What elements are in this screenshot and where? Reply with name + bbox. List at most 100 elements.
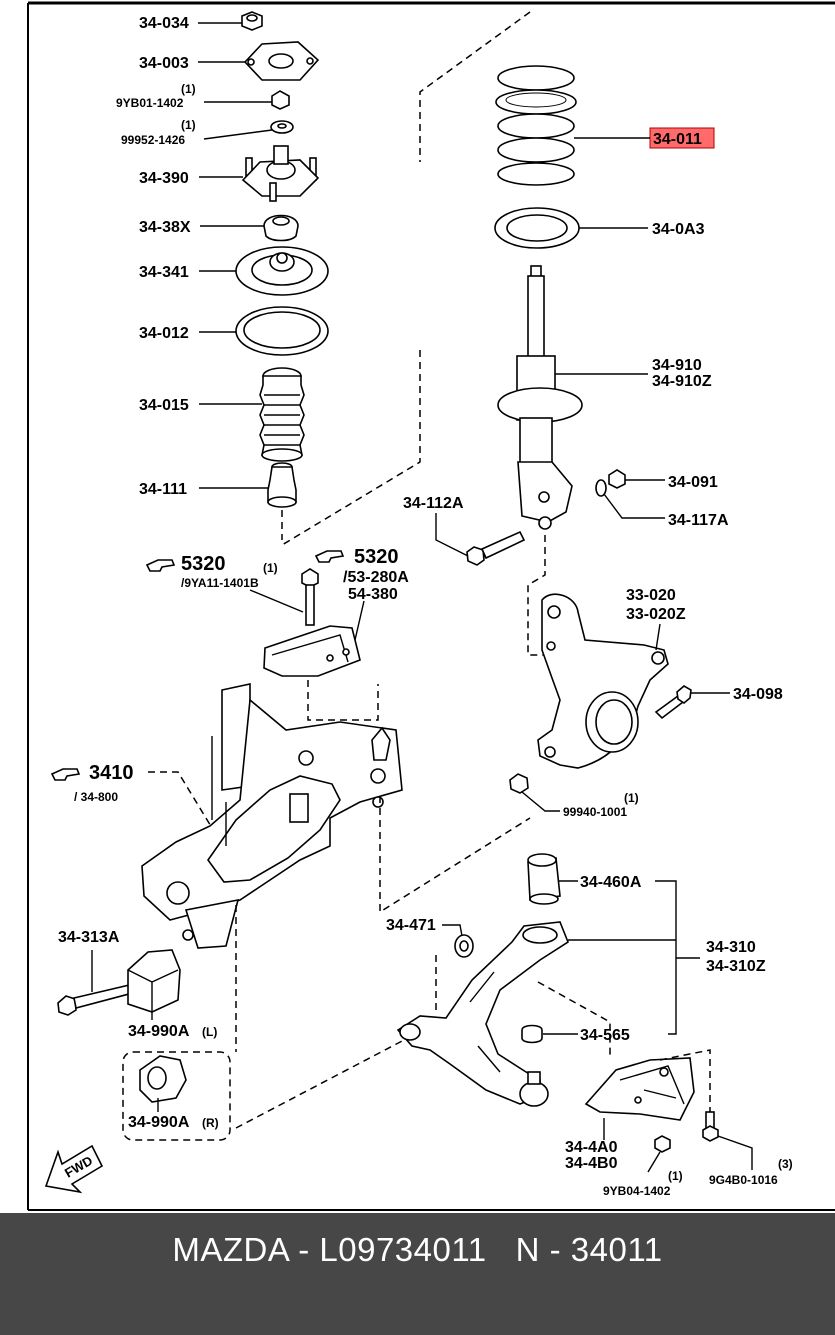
bracket-labels: 34-4A0 34-4B0 (1) 9YB04-1402 (3) 9G4B0-1… [565,1118,793,1198]
label-33-020: 33-020 [626,587,676,604]
right-labels: 34-011 34-0A3 34-910 34-910Z 34-091 34-1… [403,127,729,557]
bolt-34-112a [466,530,526,566]
side-l: (L) [202,1025,217,1039]
label-34-341: 34-341 [139,264,189,281]
nut-34-034 [241,11,263,31]
label-34-4a0: 34-4A0 [565,1139,618,1156]
bearing-34-38x [263,214,299,242]
label-99940-1001: 99940-1001 [563,805,627,819]
strut-34-910 [497,265,583,530]
label-34-460a: 34-460A [580,874,642,891]
coil-spring-34-011 [495,65,577,186]
label-33-020z: 33-020Z [626,606,686,623]
bracket-53-280a [263,625,361,677]
bump-stop-34-111 [267,462,297,508]
reference-hand-icon [145,559,176,572]
washer-34-471 [454,934,474,958]
label-54-380: 54-380 [348,586,398,603]
washer-99952 [270,120,294,134]
reference-hand-icon-2 [314,550,345,563]
optional-box [122,1051,231,1141]
label-9yb01-1402: 9YB01-1402 [116,96,184,110]
qty-9g4b0: (3) [778,1157,793,1171]
left-lower-labels: 34-313A 34-990A (L) 34-990A (R) [58,929,219,1131]
label-34-011: 34-011 [653,131,702,148]
qty-9yb01: (1) [181,82,196,96]
label-53-280a: /53-280A [343,569,409,586]
nut-9yb01 [271,90,290,110]
label-99952-1426: 99952-1426 [121,133,185,147]
label-34-034: 34-034 [139,15,189,32]
ref-5320-b: 5320 [354,546,399,568]
label-34-012: 34-012 [139,325,189,342]
bushing-34-990a-l [127,949,181,1013]
label-34-38x: 34-38X [139,219,191,236]
washer-34-117a [595,479,607,497]
label-34-0a3: 34-0A3 [652,221,705,238]
label-9g4b0-1016: 9G4B0-1016 [709,1173,778,1187]
label-9yb04-1402: 9YB04-1402 [603,1184,671,1198]
side-r: (R) [202,1116,219,1130]
fwd-arrow-icon: FWD [44,1144,104,1194]
label-34-313a: 34-313A [58,929,120,946]
mount-plate-34-003 [243,41,320,81]
spring-seat-34-0a3 [494,207,580,249]
knuckle-33-020 [537,593,669,769]
dust-boot-34-015 [259,367,305,462]
label-34-098: 34-098 [733,686,783,703]
knuckle-labels: 33-020 33-020Z 34-098 (1) 99940-1001 [521,587,783,819]
bolt-9g4b0 [702,1111,719,1142]
nut-34-091 [608,469,626,489]
label-34-112a: 34-112A [403,495,464,512]
label-34-310z: 34-310Z [706,958,766,975]
label-34-471: 34-471 [386,917,436,934]
label-34-910: 34-910 [652,357,702,374]
bushing-34-460a [527,853,561,905]
label-34-910z: 34-910Z [652,373,712,390]
label-34-390: 34-390 [139,170,189,187]
ref-3410-label: 3410 [89,762,134,784]
ref-5320-a: 5320 [181,553,226,575]
parts-diagram: 34-034 34-003 (1) 9YB01-1402 (1) 99952-1… [27,1,835,1211]
bracket-34-4a0 [584,1057,695,1121]
strut-guide-dash [281,350,421,546]
reference-hand-icon-3 [50,768,81,781]
knuckle-guide-dash [527,535,546,656]
label-34-800: / 34-800 [74,790,118,804]
nut-9yb04 [654,1135,671,1153]
qty-99940: (1) [624,791,639,805]
bushing-dash [235,1039,405,1129]
diagram-canvas: 34-034 34-003 (1) 9YB01-1402 (1) 99952-1… [27,1,835,1211]
label-9ya11-1401b: /9YA11-1401B [181,576,259,590]
bolt-34-098 [654,685,692,720]
spring-guide-dash [419,11,531,162]
bracket-dash [307,680,379,721]
label-34-003: 34-003 [139,55,189,72]
label-34-990a-r: 34-990A [128,1114,190,1131]
insulator-34-012 [235,306,329,356]
bolt-9ya11 [249,568,319,626]
lower-arm-34-310 [396,921,569,1107]
balljoint-dash [537,981,611,1058]
qty-99952: (1) [181,118,196,132]
qty-9ya11: (1) [263,561,278,575]
crossmember-dash [379,796,531,914]
ref-5320-left: 5320 (1) /9YA11-1401B [145,553,278,590]
qty-9yb04: (1) [668,1169,683,1183]
ref-5320-right: 5320 /53-280A 54-380 [314,546,409,603]
bracket-dash-right [659,1049,711,1130]
label-34-111: 34-111 [139,481,187,498]
crossmember-3410 [141,683,403,949]
label-34-990a-l: 34-990A [128,1023,190,1040]
left-labels: 34-034 34-003 (1) 9YB01-1402 (1) 99952-1… [116,15,273,498]
label-34-310: 34-310 [706,939,756,956]
bushing-34-990a-r-group [122,1051,231,1141]
strut-mount-34-390 [241,145,320,202]
part-caption: MAZDA - L09734011 N - 34011 [172,1231,663,1268]
ref-3410: 3410 / 34-800 [50,762,213,829]
label-34-015: 34-015 [139,397,189,414]
label-34-565: 34-565 [580,1027,630,1044]
caption-bar: MAZDA - L09734011 N - 34011 [0,1213,835,1335]
lower-arm-labels: 34-460A 34-471 34-310 34-310Z 34-565 [386,874,766,1044]
upper-seat-34-341 [235,246,329,296]
